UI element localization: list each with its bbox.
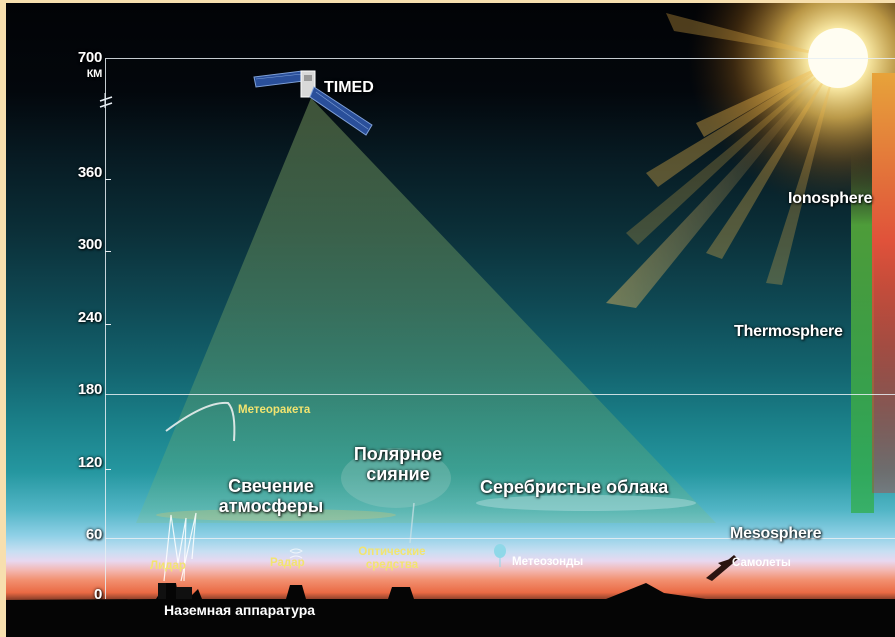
lidar-label: Лидар [150, 560, 186, 572]
layer-label-ionosphere: Ionosphere [788, 190, 873, 207]
optical-instruments-label: Оптические средства [352, 546, 432, 572]
ground-scene [6, 512, 895, 637]
tick-mark-120 [105, 469, 111, 470]
axis-tick-300: 300 [77, 236, 102, 253]
aurora-label-line1: Полярное [353, 444, 443, 464]
aurora-label: Полярное сияние [342, 444, 454, 484]
axis-tick-60: 60 [85, 526, 102, 543]
airglow-label-line2: атмосферы [218, 496, 324, 516]
gridline-180 [105, 394, 895, 395]
axis-unit-label: КМ [86, 68, 103, 80]
optical-label-line2: средства [365, 559, 419, 571]
meteor-rocket-label: Метеоракета [238, 404, 311, 416]
sun-glow [104, 3, 895, 544]
gridline-60 [105, 538, 895, 539]
aircraft-label: Самолеты [732, 557, 791, 569]
airglow-label: Свечение атмосферы [206, 476, 336, 516]
gridline-700 [105, 58, 895, 59]
axis-top-value: 700 [77, 49, 102, 66]
tick-mark-240 [105, 324, 111, 325]
axis-break-mark [99, 96, 113, 108]
ground-equipment-label: Наземная аппаратура [164, 602, 316, 618]
aurora-label-line2: сияние [366, 464, 430, 484]
optical-label-line1: Оптические [358, 546, 426, 558]
noctilucent-clouds-label: Серебристые облака [480, 477, 669, 497]
axis-tick-180: 180 [77, 381, 102, 398]
axis-tick-240: 240 [77, 309, 102, 326]
radar-label: Радар [270, 557, 305, 569]
layer-label-thermosphere: Thermosphere [734, 323, 843, 340]
tick-mark-300 [105, 251, 111, 252]
axis-tick-120: 120 [77, 454, 102, 471]
axis-tick-0: 0 [93, 586, 102, 603]
diagram-frame: 700 КМ 360 300 240 180 120 60 0 TIMED Io… [6, 3, 895, 637]
satellite-icon [253, 70, 373, 136]
y-axis-line [105, 59, 106, 599]
weather-balloons-label: Метеозонды [512, 556, 584, 568]
tick-mark-360 [105, 179, 111, 180]
satellite-label: TIMED [324, 79, 374, 96]
airglow-label-line1: Свечение [228, 476, 314, 496]
axis-tick-360: 360 [77, 164, 102, 181]
layer-label-mesosphere: Mesosphere [730, 525, 822, 542]
